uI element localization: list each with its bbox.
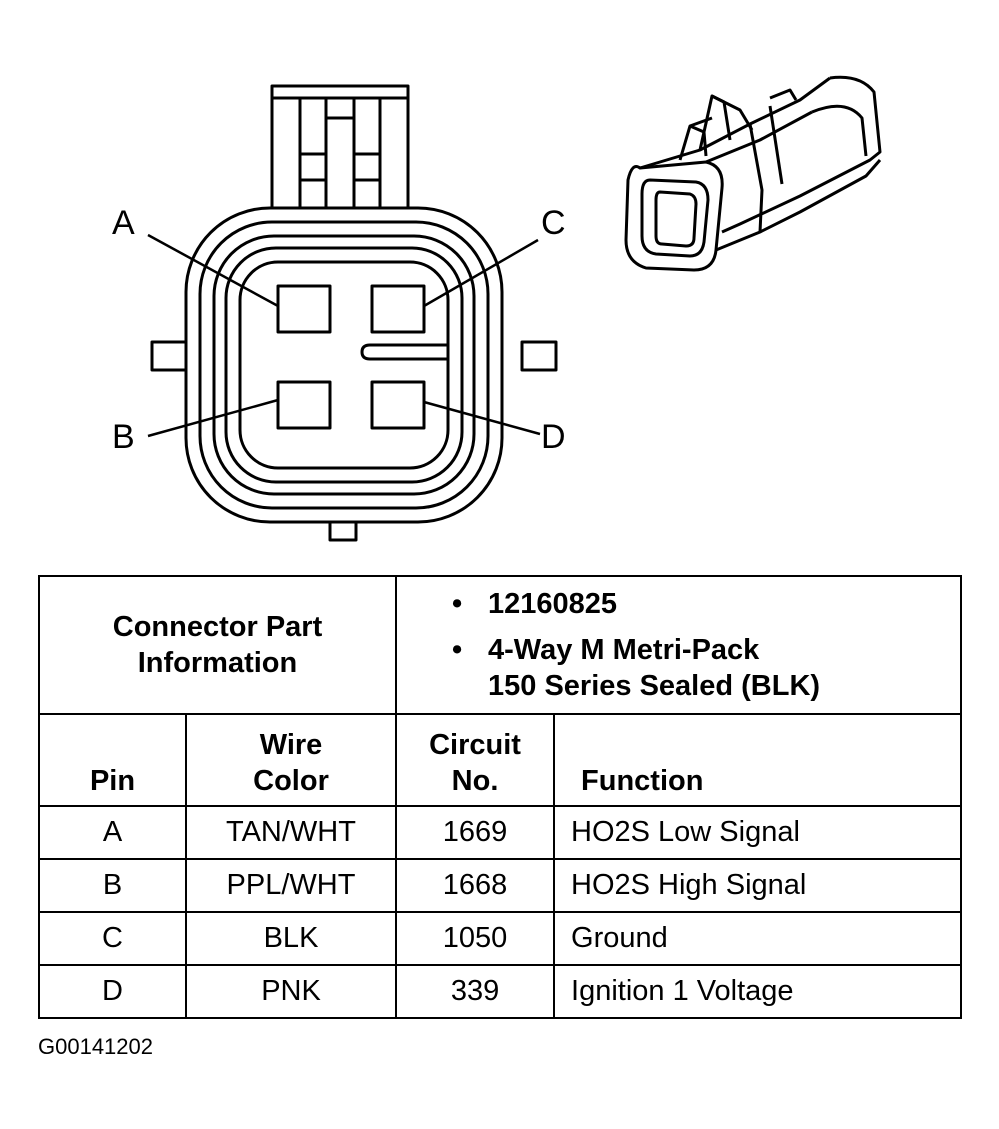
connector-diagram [147, 75, 882, 542]
description-line2: 150 Series Sealed (BLK) [488, 670, 821, 702]
figure-id: G00141202 [38, 1034, 153, 1059]
connector-info-row: Connector Part Information • 12160825 • … [37, 575, 963, 715]
cell-wire-color: BLK [184, 911, 398, 966]
cell-wire-color: PNK [184, 964, 398, 1019]
cell-circuit: 1050 [395, 911, 556, 966]
part-number: 12160825 [488, 588, 618, 620]
table-row: C BLK 1050 Ground [38, 911, 963, 966]
table-row: A TAN/WHT 1669 HO2S Low Signal [38, 805, 963, 860]
pin-label-d: D [541, 418, 566, 456]
connector-latch [270, 84, 410, 212]
connector-info-title-line1: Connector Part [112, 611, 323, 643]
connector-info-details: • 12160825 • 4-Way M Metri-Pack 150 Seri… [395, 575, 963, 715]
cell-function: Ground [553, 911, 963, 966]
header-circuit-no: Circuit No. [395, 713, 556, 807]
cell-function: HO2S Low Signal [553, 805, 963, 860]
bullet: • [452, 634, 463, 666]
pin-b [276, 380, 332, 430]
cell-circuit: 1669 [395, 805, 556, 860]
description-item: • 4-Way M Metri-Pack 150 Series Sealed (… [452, 632, 960, 704]
cell-pin: A [38, 805, 187, 860]
part-number-item: • 12160825 [452, 586, 960, 622]
connector-info-title-line2: Information [137, 647, 298, 679]
cell-pin: C [38, 911, 187, 966]
pin-label-a: A [112, 204, 135, 242]
header-wire-color: Wire Color [184, 713, 398, 807]
table-header-row: Pin Wire Color Circuit No. Function [38, 713, 963, 807]
cell-wire-color: TAN/WHT [184, 805, 398, 860]
pin-c [370, 284, 426, 334]
header-pin: Pin [38, 713, 187, 807]
cell-wire-color: PPL/WHT [184, 858, 398, 913]
table-row: D PNK 339 Ignition 1 Voltage [38, 964, 963, 1019]
pin-a [276, 284, 332, 334]
cell-pin: D [38, 964, 187, 1019]
bullet: • [452, 588, 463, 620]
pin-d [370, 380, 426, 430]
description-line1: 4-Way M Metri-Pack [488, 634, 760, 666]
cell-function: Ignition 1 Voltage [553, 964, 963, 1019]
pin-label-b: B [112, 418, 135, 456]
pin-leader-lines [147, 233, 541, 438]
pin-label-c: C [541, 204, 566, 242]
table-row: B PPL/WHT 1668 HO2S High Signal [38, 858, 963, 913]
pin-cavities [276, 284, 448, 430]
cell-function: HO2S High Signal [553, 858, 963, 913]
cell-circuit: 1668 [395, 858, 556, 913]
connector-body [184, 206, 504, 524]
cell-circuit: 339 [395, 964, 556, 1019]
connector-perspective-icon [624, 75, 882, 272]
header-function: Function [553, 713, 963, 807]
cell-pin: B [38, 858, 187, 913]
connector-info-title: Connector Part Information [37, 575, 398, 715]
polarizing-key [360, 343, 448, 361]
connector-pinout-table: Connector Part Information • 12160825 • … [37, 575, 963, 1019]
